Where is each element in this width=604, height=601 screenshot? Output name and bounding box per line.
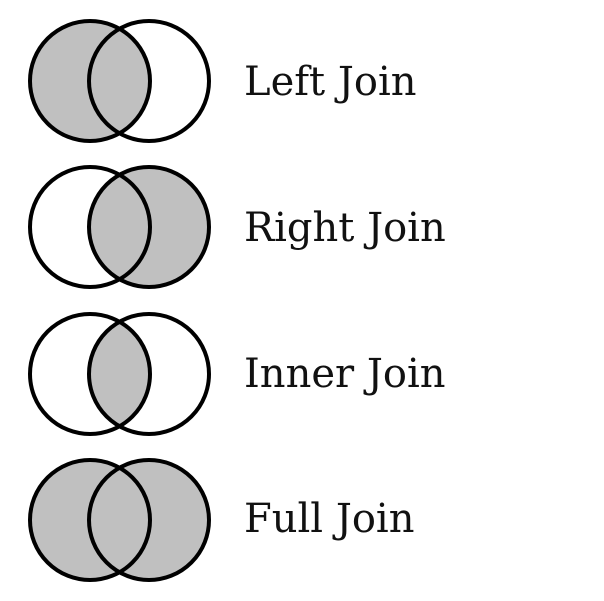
right-set-outline: [87, 312, 211, 436]
full-join-label: Full Join: [244, 496, 415, 542]
venn-inner-join: [28, 312, 211, 436]
inner-join-label: Inner Join: [244, 351, 446, 397]
right-join-label: Right Join: [244, 205, 446, 251]
right-set-outline: [87, 458, 211, 582]
venn-full-join: [28, 458, 211, 582]
right-set-outline: [87, 165, 211, 289]
venn-left-join: [28, 19, 211, 143]
left-set-outline: [28, 165, 152, 289]
right-set-outline: [87, 19, 211, 143]
left-set-outline: [28, 312, 152, 436]
left-join-label: Left Join: [244, 59, 417, 105]
venn-right-join: [28, 165, 211, 289]
left-set-outline: [28, 458, 152, 582]
left-set-outline: [28, 19, 152, 143]
